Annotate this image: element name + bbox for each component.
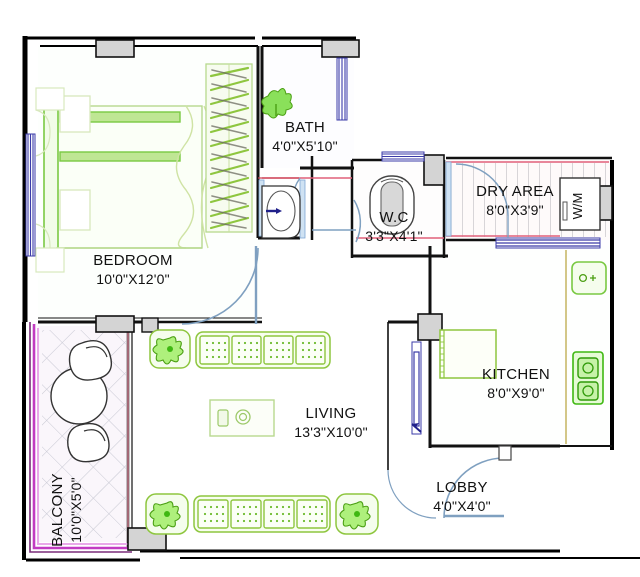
room-label-living: LIVING 13'3"X10'0" bbox=[294, 405, 368, 440]
window-wc-top bbox=[381, 151, 425, 162]
column-living-top bbox=[141, 317, 159, 333]
kitchen-hob bbox=[572, 351, 604, 405]
bath-name: BATH bbox=[285, 119, 325, 136]
lobby-dim: 4'0"X4'0" bbox=[433, 498, 491, 514]
column-top-right bbox=[321, 39, 360, 58]
bathtub bbox=[261, 185, 301, 239]
bedroom-dim: 10'0"X12'0" bbox=[96, 271, 170, 287]
door-lobby-main bbox=[443, 445, 512, 519]
balcony-dim: 10'0"X5'0" bbox=[68, 477, 84, 543]
column-top-left bbox=[95, 39, 135, 58]
bath-plant-icon bbox=[261, 88, 293, 119]
balcony-railing bbox=[29, 322, 132, 553]
room-label-lobby: LOBBY 4'0"X4'0" bbox=[433, 479, 491, 514]
window-bedroom-left bbox=[25, 133, 36, 257]
dry-area-dim: 8'0"X3'9" bbox=[486, 202, 544, 218]
room-label-balcony: BALCONY 10'0"X5'0" bbox=[49, 473, 84, 547]
room-label-kitchen: KITCHEN 8'0"X9'0" bbox=[482, 366, 550, 401]
door-living-lobby bbox=[387, 469, 437, 519]
room-label-bath: BATH 4'0"X5'10" bbox=[272, 119, 338, 154]
dry-area-name: DRY AREA bbox=[476, 183, 554, 200]
kitchen-name: KITCHEN bbox=[482, 366, 550, 383]
living-name: LIVING bbox=[306, 405, 357, 422]
bedroom-name: BEDROOM bbox=[93, 252, 173, 269]
window-kitchen-left bbox=[411, 341, 422, 435]
furniture-bath bbox=[261, 88, 301, 239]
plant-top-left-icon bbox=[152, 336, 184, 365]
furniture-kitchen bbox=[439, 250, 607, 444]
wc-dim: 3'3"X4'1" bbox=[365, 228, 423, 244]
room-label-wc: W.C 3'3"X4'1" bbox=[365, 209, 423, 244]
wc-name: W.C bbox=[379, 209, 408, 226]
sofa-bottom bbox=[145, 493, 379, 535]
kitchen-dim: 8'0"X9'0" bbox=[487, 385, 545, 401]
tv-unit bbox=[209, 399, 275, 437]
bath-dim: 4'0"X5'10" bbox=[272, 138, 338, 154]
lobby-name: LOBBY bbox=[436, 479, 488, 496]
wardrobe bbox=[205, 63, 253, 233]
window-dry-left bbox=[445, 161, 452, 237]
door-wc bbox=[312, 199, 362, 243]
furniture-balcony bbox=[50, 340, 113, 463]
balcony-chair-bottom bbox=[67, 422, 110, 463]
sofa-top bbox=[149, 329, 331, 369]
washing-machine: W/M bbox=[559, 177, 601, 231]
room-label-bedroom: BEDROOM 10'0"X12'0" bbox=[93, 252, 173, 287]
window-wc-left bbox=[299, 179, 306, 239]
washing-machine-label: W/M bbox=[570, 193, 585, 220]
window-kitchen-top bbox=[495, 237, 601, 249]
door-dry-area bbox=[455, 163, 509, 238]
column-bedroom-bottom bbox=[95, 315, 135, 333]
plant-bottom-left-icon bbox=[149, 501, 181, 530]
column-kitchen-left bbox=[417, 313, 443, 341]
toilet-seat bbox=[369, 175, 415, 235]
dry-area-border bbox=[262, 161, 609, 239]
plant-bottom-right-icon bbox=[339, 501, 371, 530]
kitchen-sink bbox=[571, 261, 607, 295]
door-bedroom bbox=[181, 246, 259, 325]
balcony-chair-top bbox=[68, 340, 113, 381]
furniture-bedroom bbox=[35, 63, 253, 273]
living-dim: 13'3"X10'0" bbox=[294, 424, 368, 440]
dining-table bbox=[439, 329, 497, 379]
room-labels: BEDROOM 10'0"X12'0" BATH 4'0"X5'10" W.C … bbox=[49, 119, 554, 547]
furniture-living bbox=[145, 329, 379, 535]
double-bed bbox=[35, 87, 214, 273]
balcony-name: BALCONY bbox=[49, 473, 66, 547]
room-label-dry-area: DRY AREA 8'0"X3'9" bbox=[476, 183, 554, 218]
column-wc-right bbox=[423, 154, 445, 186]
window-bath-top bbox=[336, 57, 348, 121]
